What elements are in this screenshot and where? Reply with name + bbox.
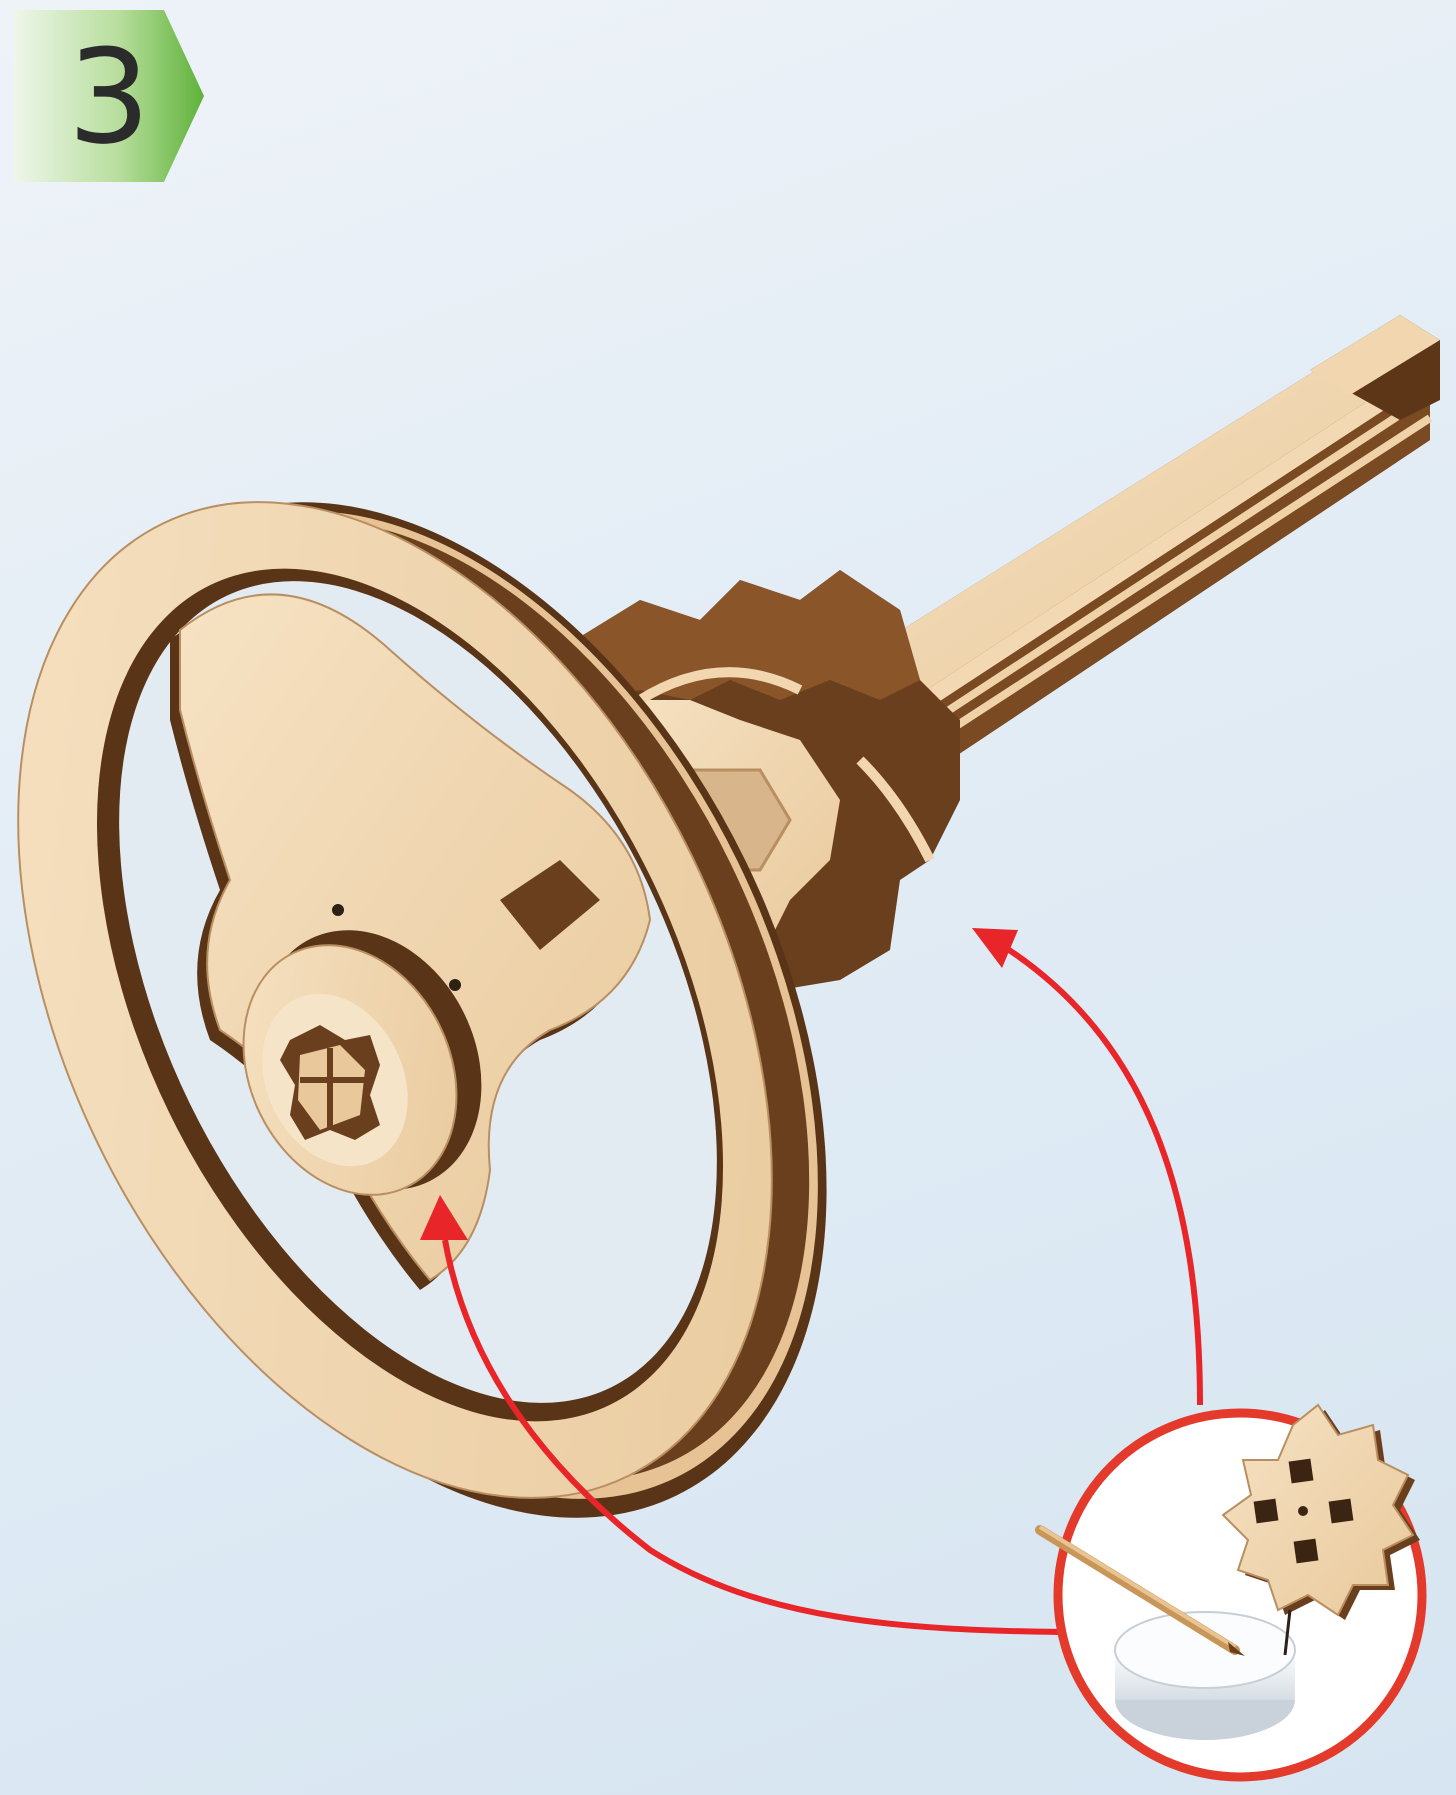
flywheel-icon (0, 376, 982, 1645)
callout-circle (1040, 1405, 1422, 1777)
